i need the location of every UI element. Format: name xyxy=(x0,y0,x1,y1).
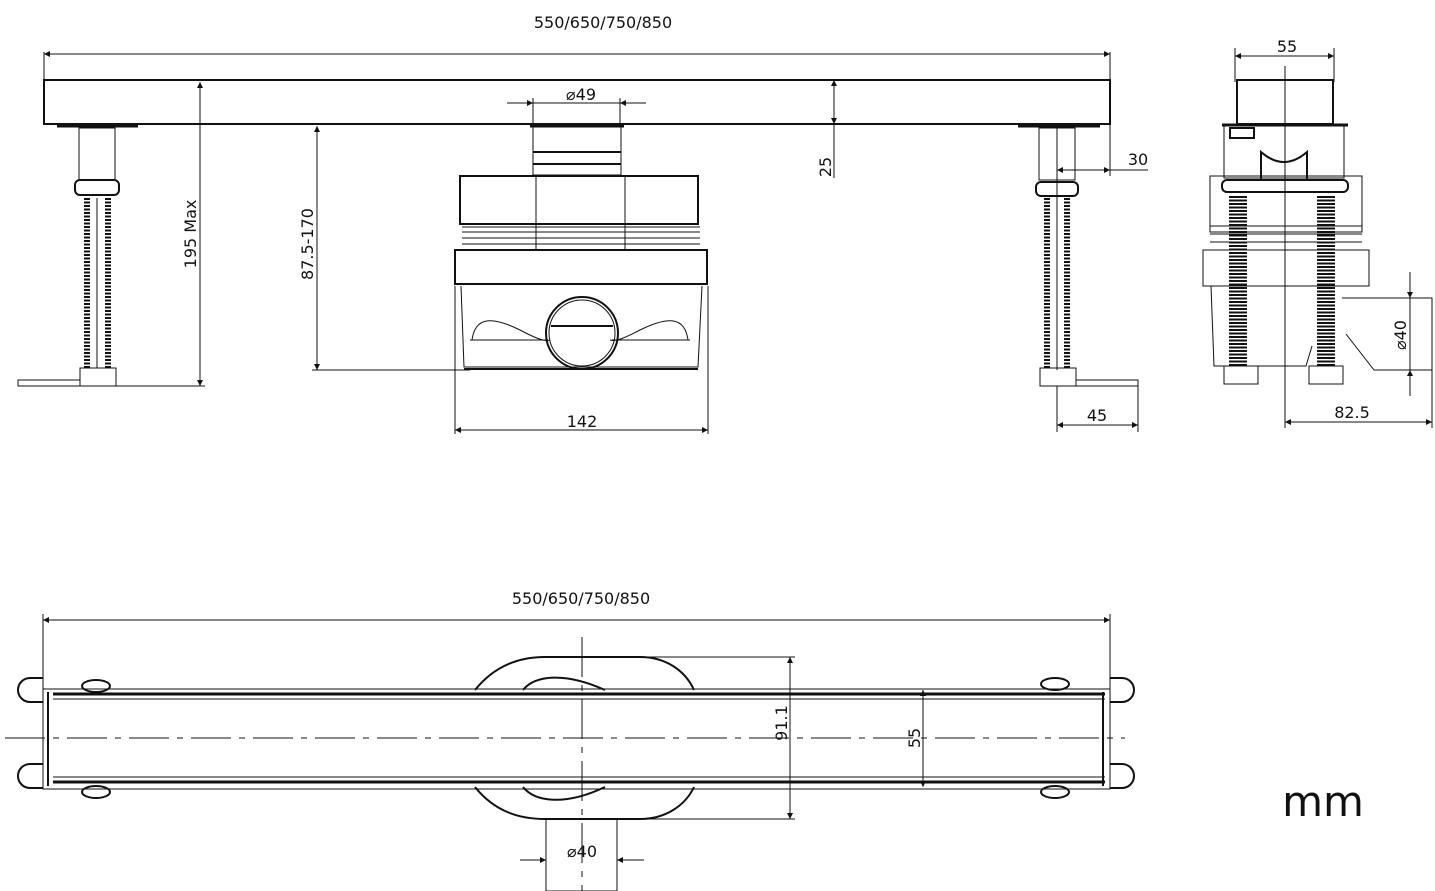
right-leveling-leg xyxy=(1035,127,1139,387)
top-channel-width-label: 55 xyxy=(905,728,924,748)
end-outlet-diameter-label: ⌀40 xyxy=(1391,320,1410,350)
height-max-label: 195 Max xyxy=(181,200,200,269)
drain-trap-side: ⌀49 xyxy=(454,85,708,370)
outlet-diameter-label: ⌀49 xyxy=(566,85,596,104)
channel-height-label: 25 xyxy=(816,157,835,177)
top-trap-width-label: 91.1 xyxy=(772,705,791,741)
trap-width-label: 142 xyxy=(567,412,598,431)
side-view: 550/650/750/850 195 Max 87.5-170 xyxy=(17,13,1148,434)
top-length-label: 550/650/750/850 xyxy=(512,589,650,608)
top-view: 550/650/750/850 91.1 xyxy=(5,589,1135,891)
channel-body-side xyxy=(43,79,1111,125)
end-channel-width-label: 55 xyxy=(1277,37,1297,56)
adjust-range-label: 87.5-170 xyxy=(298,208,317,280)
unit-label: mm xyxy=(1282,777,1364,826)
end-view: 55 ⌀40 82.5 xyxy=(1202,37,1433,428)
foot-length-label: 45 xyxy=(1087,406,1107,425)
leg-offset-label: 30 xyxy=(1128,150,1148,169)
outlet-offset-label: 82.5 xyxy=(1334,403,1370,422)
top-outlet-diameter-label: ⌀40 xyxy=(567,842,597,861)
left-leveling-leg xyxy=(17,127,120,387)
side-length-label: 550/650/750/850 xyxy=(534,13,672,32)
